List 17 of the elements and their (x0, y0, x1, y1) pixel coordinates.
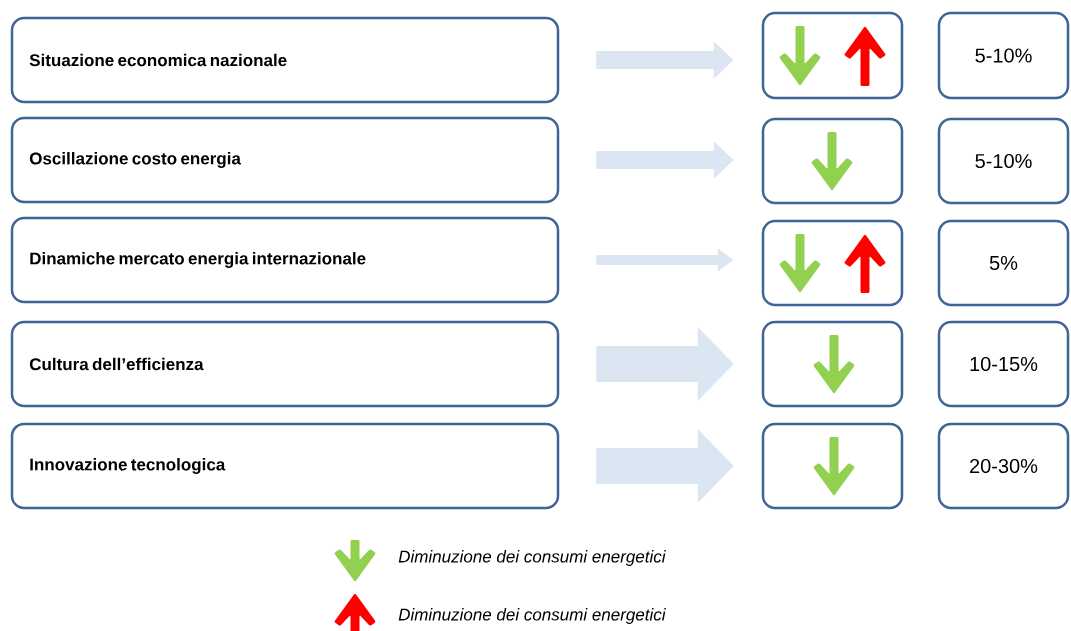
indicator-box (761, 219, 904, 307)
legend-text: Diminuzione dei consumi energetici (398, 550, 666, 566)
indicator-box (761, 117, 904, 205)
value-box: 20-30% (937, 422, 1070, 510)
legend-text: Diminuzione dei consumi energetici (398, 608, 666, 624)
factor-box: Cultura dell’efficienza (10, 320, 560, 408)
value-box: 5-10% (937, 11, 1070, 100)
value-box: 10-15% (937, 320, 1070, 408)
indicator-box (761, 422, 904, 510)
factor-box: Oscillazione costo energia (10, 116, 560, 204)
factor-box: Situazione economica nazionale (10, 16, 560, 104)
indicator-box (761, 11, 904, 100)
value-box: 5% (937, 219, 1070, 307)
value-box: 5-10% (937, 117, 1070, 205)
factor-box: Innovazione tecnologica (10, 422, 560, 510)
indicator-box (761, 320, 904, 408)
factor-box: Dinamiche mercato energia internazionale (10, 216, 560, 304)
